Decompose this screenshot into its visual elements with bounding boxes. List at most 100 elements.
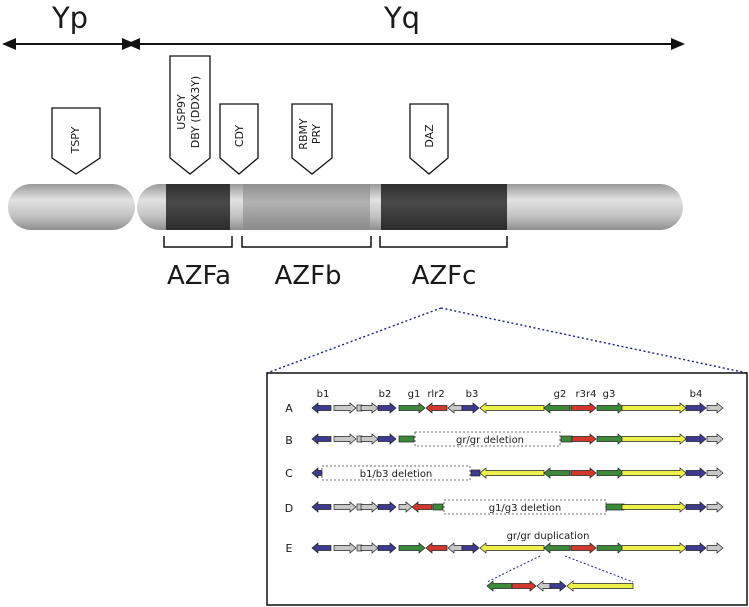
gray-segment-arrow	[360, 402, 379, 414]
blue-segment-arrow	[311, 433, 332, 445]
blue-segment-arrow	[377, 542, 397, 554]
gene-label-tspy: TSPY	[69, 126, 82, 154]
red-segment-arrow	[571, 433, 597, 445]
yellow-segment-arrow	[621, 467, 687, 479]
row-letter-b: B	[285, 434, 293, 447]
blue-segment-arrow	[311, 542, 332, 554]
yellow-segment-arrow	[566, 580, 634, 592]
gray-segment-arrow	[706, 433, 724, 445]
row-notes: gr/gr deletion b1/b3 deletion g1/g3 dele…	[321, 431, 607, 542]
gene-label-cdy: CDY	[233, 125, 246, 148]
green-segment-arrow	[398, 542, 426, 554]
gene-tag-usp9y-dby: USP9Y DBY (DDX3Y)	[169, 55, 211, 175]
gene-tag-daz: DAZ	[409, 103, 449, 175]
green-segment-arrow	[596, 433, 625, 445]
marker-b4: b4	[690, 389, 703, 400]
blue-segment-arrow	[685, 467, 707, 479]
gene-tag-rbmy-pry: RBMY PRY	[291, 103, 333, 175]
region-azfb	[243, 184, 370, 230]
gene-tag-tspy: TSPY	[51, 107, 101, 175]
gray-segment-arrow	[447, 542, 463, 554]
note-g1-g3-deletion: g1/g3 deletion	[489, 503, 562, 514]
gray-segment-arrow	[447, 402, 463, 414]
yellow-segment-arrow	[621, 501, 687, 513]
inset-arrow-rows	[311, 402, 724, 592]
marker-g2: g2	[554, 389, 567, 400]
row-letter-c: C	[285, 467, 293, 480]
arm-label-yq: Yq	[383, 1, 420, 35]
inset-marker-labels: b1 b2 g1 rlr2 b3 g2 r3r4 g3 b4	[317, 389, 703, 400]
gene-label-usp9y: USP9Y	[175, 94, 188, 130]
red-segment-arrow	[425, 402, 448, 414]
red-segment-arrow	[570, 402, 597, 414]
yellow-segment-arrow	[479, 467, 545, 479]
gray-segment-arrow	[536, 580, 551, 592]
region-azfa	[166, 184, 230, 230]
inset-panel	[266, 372, 748, 606]
row-letter-a: A	[285, 402, 293, 415]
gray-segment-arrow	[360, 433, 379, 445]
gray-segment-arrow	[360, 501, 379, 513]
gene-label-rbmy: RBMY	[297, 118, 310, 150]
yellow-segment-arrow	[621, 402, 687, 414]
gene-label-pry: PRY	[310, 124, 323, 145]
red-segment-arrow	[411, 501, 433, 513]
zoom-lines	[266, 307, 748, 374]
yellow-segment-arrow	[479, 402, 545, 414]
azf-brackets	[163, 236, 508, 248]
gray-segment-arrow	[333, 402, 357, 414]
blue-segment-arrow	[311, 402, 332, 414]
blue-segment-arrow	[685, 501, 707, 513]
chromosome-short-arm	[8, 184, 135, 230]
green-segment-block	[398, 435, 415, 443]
blue-segment-block	[470, 469, 481, 477]
marker-b1: b1	[317, 389, 330, 400]
blue-segment-arrow	[685, 402, 707, 414]
marker-g3: g3	[603, 389, 616, 400]
green-segment-arrow	[543, 542, 571, 554]
red-segment-arrow	[425, 542, 448, 554]
gene-label-dby: DBY (DDX3Y)	[189, 76, 202, 148]
blue-segment-arrow	[685, 542, 707, 554]
yellow-segment-arrow	[621, 433, 687, 445]
yellow-segment-arrow	[479, 542, 545, 554]
green-segment-block	[560, 435, 573, 443]
blue-segment-arrow	[549, 580, 567, 592]
blue-segment-arrow	[377, 433, 397, 445]
blue-segment-arrow	[311, 467, 323, 479]
red-segment-arrow	[511, 580, 537, 592]
gray-segment-arrow	[398, 501, 413, 513]
marker-g1: g1	[408, 389, 421, 400]
red-segment-arrow	[570, 542, 597, 554]
blue-segment-arrow	[461, 402, 480, 414]
green-segment-arrow	[543, 402, 571, 414]
marker-r3r4: r3r4	[576, 389, 597, 400]
gray-segment-arrow	[706, 402, 724, 414]
marker-rlr2: rlr2	[427, 389, 444, 400]
gray-segment-arrow	[706, 501, 724, 513]
y-chromosome	[8, 184, 683, 230]
gray-segment-arrow	[360, 542, 379, 554]
green-segment-arrow	[596, 467, 625, 479]
blue-segment-arrow	[461, 542, 480, 554]
green-segment-arrow	[596, 542, 625, 554]
row-letter-e: E	[286, 542, 293, 555]
yellow-segment-arrow	[621, 542, 687, 554]
blue-segment-arrow	[377, 402, 397, 414]
gray-segment-arrow	[706, 467, 724, 479]
gray-segment-arrow	[333, 501, 357, 513]
green-segment-arrow	[486, 580, 513, 592]
red-segment-arrow	[570, 467, 597, 479]
row-letter-d: D	[285, 502, 293, 515]
gray-segment-arrow	[333, 542, 357, 554]
azf-label-b: AZFb	[274, 261, 341, 291]
marker-b2: b2	[379, 389, 392, 400]
gene-tag-cdy: CDY	[219, 103, 259, 175]
marker-b3: b3	[466, 389, 479, 400]
note-gr-gr-duplication: gr/gr duplication	[507, 531, 590, 542]
green-segment-arrow	[398, 402, 426, 414]
note-gr-gr-deletion: gr/gr deletion	[456, 435, 524, 446]
region-azfc	[381, 184, 507, 230]
green-segment-arrow	[543, 467, 571, 479]
